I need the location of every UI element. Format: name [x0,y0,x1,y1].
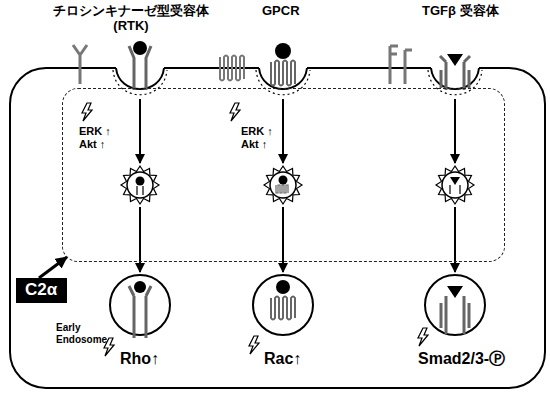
clathrin-pit [428,68,482,95]
text-slot: ERK ↑ Akt ↑ [241,125,287,151]
kinase-readout: ERK ↑ Akt ↑ [241,125,287,151]
signal-output: Rho↑ [120,350,159,368]
signaling-region: ERK ↑ Akt ↑ ERK ↑ Akt ↑ [62,88,505,262]
endosome-membrane [253,275,313,335]
rtk-receptor [73,45,87,84]
rtk-receptor [137,186,143,195]
label-slot: Rac↑ [264,350,301,368]
gpcr-helix [271,297,295,320]
pit-membrane [116,68,164,89]
text-slot: ERK ↑ Akt ↑ [79,125,125,151]
activation-bolt [249,336,259,354]
coated-vesicle [264,166,302,204]
connector-arrow [39,257,67,278]
coated-vesicle [121,166,159,204]
label-slot: TGFβ 受容体 [422,4,499,19]
vesicle-membrane [270,172,296,198]
ligand-triangle [450,177,460,185]
label-slot: Early Endosome [56,322,114,345]
vesicle-coat [121,166,159,204]
label-slot: GPCR [262,4,300,19]
tgfb-receptor [441,296,469,334]
protein-box: C2α [16,278,67,303]
ligand-ball [276,280,290,294]
receptor-name: チロシンキナーゼ型受容体 (RTK) [45,4,217,34]
early-endosome [110,275,170,338]
receptor-name: TGFβ 受容体 [422,4,499,19]
signal-output: Smad2/3-Ⓟ [418,350,505,368]
ligand-ball [133,41,147,55]
ligand-triangle [447,286,463,298]
text-slot: C2α [25,280,58,300]
ligand-ball [275,43,291,59]
kinase-readout: ERK ↑ Akt ↑ [79,125,125,151]
tgfb-receptor [450,185,460,194]
endosome-membrane [110,275,170,335]
label-slot: チロシンキナーゼ型受容体 (RTK) [45,4,217,34]
pit-coat [428,70,482,95]
membrane-gap [431,66,479,70]
flow-arrow [282,207,284,272]
receptor-name: GPCR [262,4,300,19]
gpcr-helix [276,185,288,193]
gpcr-helix [220,56,244,81]
ligand-triangle [447,54,463,66]
ligand-ball [279,176,288,185]
activation-bolt [230,103,240,121]
clathrin-pit [113,68,167,95]
tgfb-receptor [390,46,412,84]
gpcr-helix [271,61,295,86]
early-endosome [253,275,313,335]
activation-bolt [82,103,92,121]
ligand-ball [136,177,145,186]
pit-membrane [431,68,479,89]
pit-coat [113,70,167,95]
coated-vesicle [436,166,474,204]
flow-arrow [139,207,141,272]
flow-arrow [282,99,284,163]
organelle-name: Early Endosome [56,322,114,345]
ligand-ball [134,281,146,293]
vesicle-membrane [127,172,153,198]
cell-outline [10,68,545,388]
flow-arrow [454,99,456,163]
flow-arrow [139,99,141,163]
membrane-gap [116,66,164,70]
flow-arrow [454,207,456,272]
vesicle-membrane [442,172,468,198]
label-slot: Rho↑ [120,350,159,368]
vesicle-coat [436,166,474,204]
activation-bolt [418,328,428,346]
endosome-membrane [425,275,485,335]
rtk-receptor [129,286,151,338]
protein-name: C2α [25,280,58,300]
signal-output: Rac↑ [264,350,301,368]
label-slot: Smad2/3-Ⓟ [418,350,505,368]
vesicle-coat [264,166,302,204]
early-endosome [425,275,485,335]
